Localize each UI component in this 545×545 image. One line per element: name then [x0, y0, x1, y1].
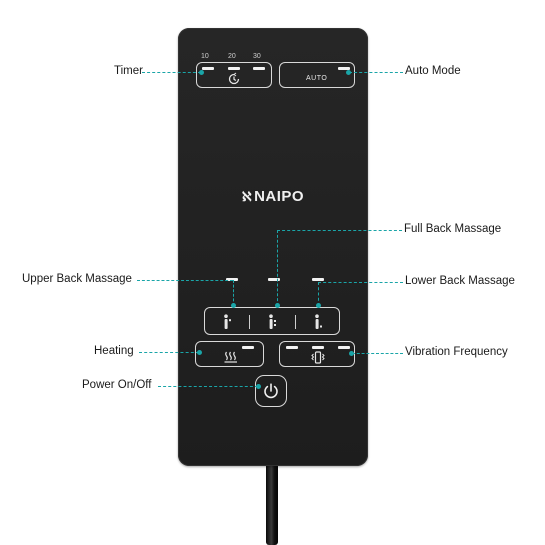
- power-callout-dot: [256, 384, 261, 389]
- lower-back-callout-line: [318, 282, 403, 283]
- timer-value-10: 10: [201, 53, 209, 60]
- vibration-callout-line: [352, 353, 403, 354]
- timer-led-20: [228, 67, 240, 70]
- separator: [295, 315, 296, 329]
- timer-led-30: [253, 67, 265, 70]
- vibration-led-3: [338, 346, 350, 349]
- vibration-led-2: [312, 346, 324, 349]
- auto-mode-callout-dot: [346, 70, 351, 75]
- lower-back-callout-vline: [318, 282, 319, 306]
- heating-button[interactable]: [195, 341, 264, 367]
- timer-value-30: 30: [253, 53, 261, 60]
- full-back-callout-vline: [277, 230, 278, 306]
- upper-back-callout-label: Upper Back Massage: [22, 273, 132, 285]
- heating-callout-line: [139, 352, 199, 353]
- timer-callout-dot: [199, 70, 204, 75]
- power-icon: [264, 383, 278, 399]
- timer-led-10: [202, 67, 214, 70]
- lower-back-icon: [315, 314, 322, 329]
- auto-mode-callout-label: Auto Mode: [405, 65, 461, 77]
- full-back-led: [268, 278, 280, 281]
- vibration-led-1: [286, 346, 298, 349]
- vibration-icon: [311, 351, 325, 364]
- lower-back-led: [312, 278, 324, 281]
- heating-led: [242, 346, 254, 349]
- full-back-callout-line: [277, 230, 402, 231]
- timer-callout-label: Timer: [114, 65, 143, 77]
- clock-icon: [228, 72, 240, 85]
- power-callout-label: Power On/Off: [82, 379, 152, 391]
- vibration-callout-dot: [349, 351, 354, 356]
- heating-callout-label: Heating: [94, 345, 134, 357]
- vibration-callout-label: Vibration Frequency: [405, 346, 508, 358]
- lower-back-callout-dot: [316, 303, 321, 308]
- power-button[interactable]: [255, 375, 287, 407]
- back-massage-button-group: [204, 307, 340, 335]
- upper-back-massage-button[interactable]: [205, 308, 249, 334]
- auto-mode-button[interactable]: AUTO: [279, 62, 355, 88]
- power-cable: [266, 455, 278, 545]
- brand-mark: ℵ: [241, 189, 253, 204]
- upper-back-callout-dot: [231, 303, 236, 308]
- upper-back-led: [226, 278, 238, 281]
- vibration-frequency-button[interactable]: [279, 341, 355, 367]
- auto-led: [338, 67, 350, 70]
- upper-back-icon: [224, 314, 231, 329]
- timer-callout-line: [142, 72, 201, 73]
- upper-back-callout-vline: [233, 280, 234, 306]
- full-back-callout-dot: [275, 303, 280, 308]
- heat-waves-icon: [224, 351, 237, 363]
- separator: [249, 315, 250, 329]
- heating-callout-dot: [197, 350, 202, 355]
- auto-label: AUTO: [306, 75, 328, 82]
- timer-button[interactable]: [196, 62, 272, 88]
- full-back-callout-label: Full Back Massage: [404, 223, 502, 235]
- full-back-massage-button[interactable]: [251, 308, 295, 334]
- timer-value-20: 20: [228, 53, 236, 60]
- auto-mode-callout-line: [349, 72, 403, 73]
- power-callout-line: [158, 386, 258, 387]
- brand-name: NAIPO: [254, 188, 305, 205]
- upper-back-callout-line: [137, 280, 233, 281]
- full-back-icon: [269, 314, 276, 329]
- lower-back-massage-button[interactable]: [297, 308, 341, 334]
- lower-back-callout-label: Lower Back Massage: [405, 275, 515, 287]
